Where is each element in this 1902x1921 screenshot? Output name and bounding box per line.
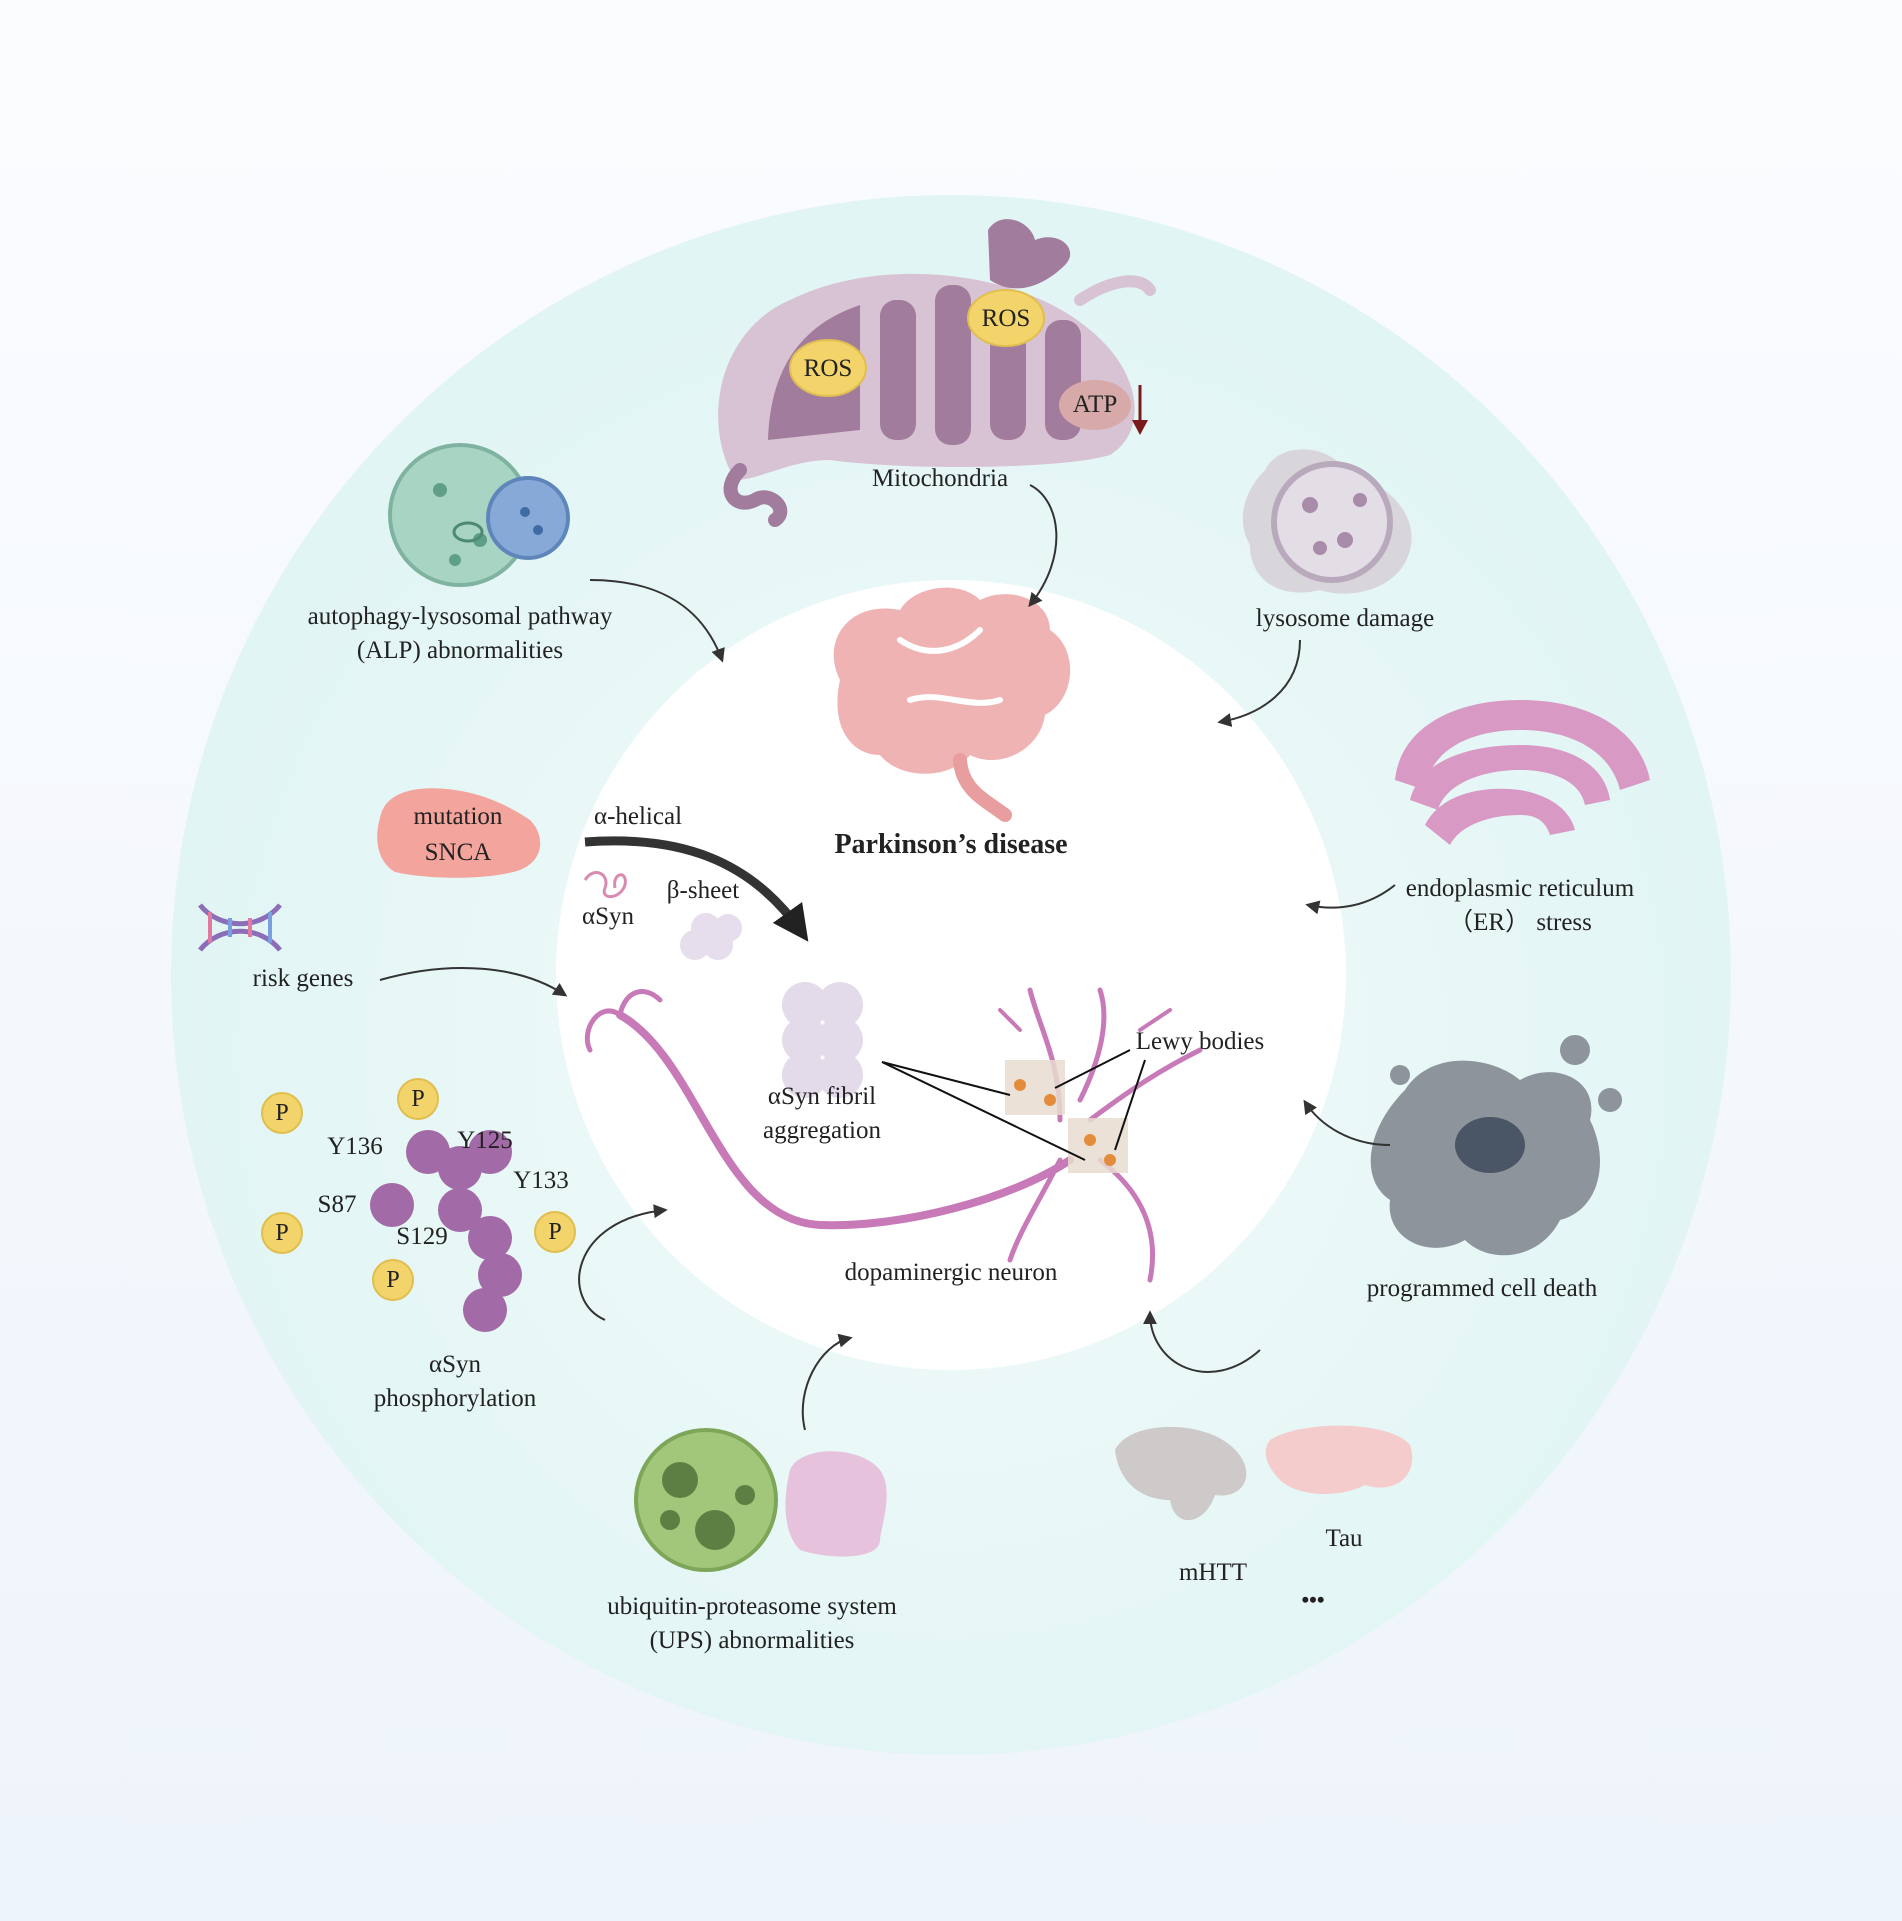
- fibril-label-line2: aggregation: [762, 1117, 882, 1144]
- arrow-er-to-pd: [1305, 884, 1396, 915]
- arrow-risk-to-neuron: [379, 967, 568, 997]
- risk-genes-label: risk genes: [252, 965, 354, 992]
- beta-sheet-cluster: [680, 913, 742, 960]
- arrow-snca-to-fibril: [584, 836, 809, 942]
- arrow-proteins-to-neuron: [1143, 1310, 1261, 1373]
- phosphate-label-4: P: [548, 1219, 562, 1245]
- ups-label-line2: (UPS) abnormalities: [649, 1627, 855, 1654]
- lewy-bodies-label: Lewy bodies: [1135, 1028, 1265, 1055]
- mhtt-blob: [1115, 1426, 1247, 1521]
- arrow-ups-to-neuron: [801, 1333, 853, 1431]
- phosphorylation-label-line1: αSyn: [428, 1351, 482, 1378]
- phosphate-label-3: P: [275, 1220, 289, 1246]
- phosphate-label-5: P: [386, 1267, 400, 1293]
- phosphate-label-1: P: [275, 1100, 289, 1126]
- site-y133: Y133: [513, 1167, 569, 1194]
- arrows: [379, 484, 1396, 1431]
- alp-label-line2: (ALP) abnormalities: [356, 637, 564, 664]
- site-s87: S87: [317, 1191, 357, 1218]
- brain-illustration: [833, 587, 1071, 822]
- ups-illustration: [634, 1428, 887, 1572]
- phosphate-label-2: P: [411, 1086, 425, 1112]
- ellipsis-label: •••: [1301, 1587, 1325, 1612]
- cell-death-illustration: [1370, 1035, 1622, 1256]
- alp-label-line1: autophagy-lysosomal pathway: [307, 603, 613, 630]
- tau-label: Tau: [1325, 1525, 1363, 1552]
- arrow-alp-to-pd: [589, 579, 725, 663]
- er-label-line2: （ER） stress: [1448, 909, 1592, 936]
- pd-title: Parkinson’s disease: [834, 829, 1068, 860]
- site-y136: Y136: [327, 1133, 383, 1160]
- er-label-line1: endoplasmic reticulum: [1405, 875, 1635, 902]
- site-y125: Y125: [457, 1127, 513, 1154]
- snca-mutation-label: mutation: [413, 803, 503, 830]
- beta-sheet-label: β-sheet: [666, 877, 740, 904]
- arrow-death-to-neuron: [1303, 1099, 1391, 1146]
- arrow-mito-to-pd: [1028, 484, 1058, 608]
- site-s129: S129: [396, 1223, 448, 1250]
- mhtt-label: mHTT: [1178, 1559, 1248, 1586]
- mitochondria-label: Mitochondria: [871, 465, 1009, 492]
- lysosome-illustration: [1242, 449, 1412, 594]
- phosphorylation-label-line2: phosphorylation: [373, 1385, 537, 1412]
- alp-illustration: [388, 443, 570, 587]
- fibril-label-line1: αSyn fibril: [767, 1083, 877, 1110]
- fibril-cluster: [782, 982, 863, 1098]
- dna-icon: [198, 903, 282, 952]
- arrow-lyso-to-pd: [1217, 639, 1301, 727]
- lewy-body-box-2: [1068, 1118, 1128, 1173]
- inner-circle: [556, 580, 1346, 1370]
- alpha-helical-label: α-helical: [593, 803, 683, 830]
- ros-label-1: ROS: [803, 355, 853, 382]
- phospho-cluster: [370, 1130, 522, 1332]
- tau-blob: [1265, 1425, 1413, 1495]
- lysosome-label: lysosome damage: [1255, 605, 1435, 632]
- cell-death-label: programmed cell death: [1366, 1275, 1598, 1302]
- ups-label-line1: ubiquitin-proteasome system: [607, 1593, 897, 1620]
- snca-blob: [377, 788, 541, 878]
- mitochondria-illustration: [718, 219, 1156, 527]
- ros-label-2: ROS: [981, 305, 1031, 332]
- phosphate-circles: [261, 1078, 576, 1301]
- alpha-helix-icon: [583, 871, 627, 899]
- snca-gene-label: SNCA: [424, 839, 492, 866]
- arrow-phospho-to-neuron: [578, 1204, 668, 1321]
- neuron-label: dopaminergic neuron: [844, 1259, 1058, 1286]
- atp-label: ATP: [1072, 391, 1118, 418]
- asyn-label: αSyn: [581, 903, 635, 930]
- er-illustration: [1395, 700, 1650, 845]
